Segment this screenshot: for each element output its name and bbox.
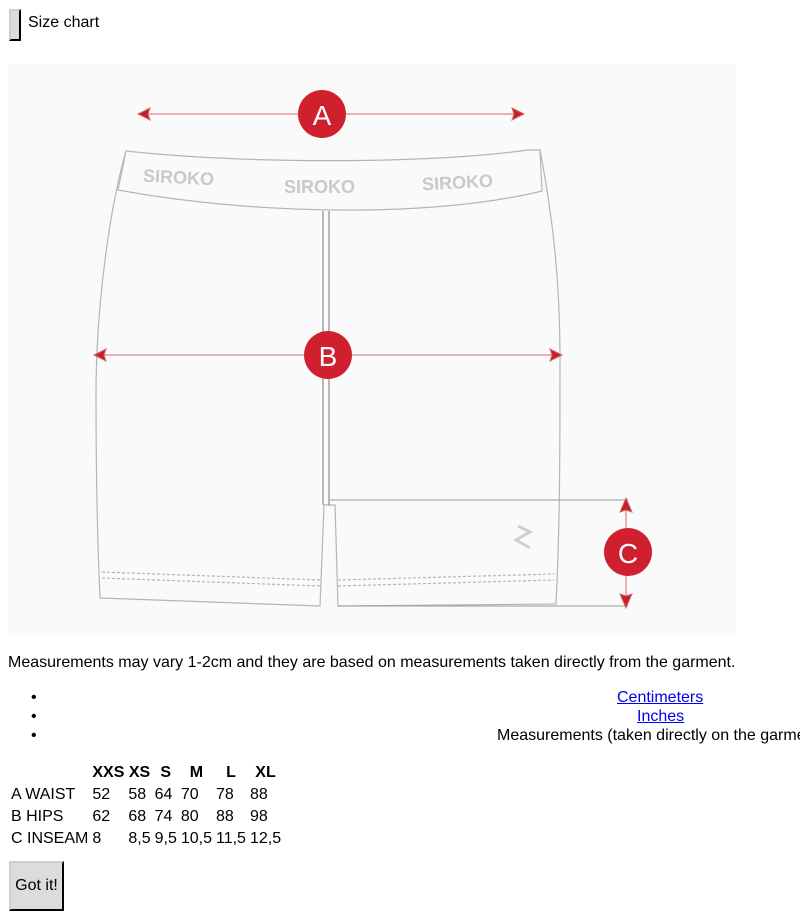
- svg-text:B: B: [319, 341, 338, 372]
- size-header-l: L: [226, 764, 236, 781]
- table-cell: 12,5: [249, 830, 282, 847]
- table-row: B HIPS 62 68 74 80 88 98: [10, 807, 282, 827]
- row-label-inseam: C INSEAM: [11, 830, 89, 847]
- table-cell: 58: [128, 786, 147, 803]
- table-cell: 88: [249, 786, 268, 803]
- size-header-m: M: [189, 764, 204, 781]
- siroko-logo-icon: [512, 524, 534, 550]
- table-cell: 70: [180, 786, 199, 803]
- table-cell: 80: [180, 808, 199, 825]
- bullet-icon: •: [31, 708, 37, 725]
- table-cell: 11,5: [216, 830, 246, 847]
- unit-options-list: • Centimeters • Inches • Measurements (t…: [0, 688, 800, 745]
- shorts-outline: [95, 149, 628, 607]
- table-cell: 78: [216, 786, 234, 803]
- size-chart-title: Size chart: [28, 14, 100, 31]
- table-cell: 62: [92, 808, 111, 825]
- size-header-empty: [10, 763, 89, 783]
- table-cell: 68: [128, 808, 147, 825]
- waistband-brand-text: SIROKO SIROKO SIROKO: [143, 166, 494, 197]
- table-cell: 64: [154, 786, 173, 803]
- bullet-icon: •: [31, 727, 37, 744]
- marker-b-icon: B: [304, 331, 352, 379]
- size-table: XXS XS S M L XL A WAIST 52 58 64 70 78 8…: [8, 761, 284, 851]
- unit-option-measurements: • Measurements (taken directly on the ga…: [0, 726, 800, 745]
- svg-text:A: A: [313, 100, 332, 131]
- brand-text-left: SIROKO: [143, 166, 215, 190]
- measurement-note: Measurements may vary 1-2cm and they are…: [8, 654, 736, 671]
- size-header-xl: XL: [255, 764, 276, 781]
- table-row: C INSEAM 8 8,5 9,5 10,5 11,5 12,5: [10, 829, 282, 849]
- row-label-hips: B HIPS: [11, 808, 64, 825]
- bullet-icon: •: [31, 689, 37, 706]
- marker-a-icon: A: [298, 90, 346, 138]
- size-header-s: S: [160, 764, 172, 781]
- table-cell: 52: [92, 786, 111, 803]
- size-table-header-row: XXS XS S M L XL: [10, 763, 282, 783]
- table-cell: 10,5: [180, 830, 212, 847]
- table-cell: 88: [216, 808, 234, 825]
- unit-option-inches: • Inches: [0, 707, 800, 726]
- svg-text:C: C: [618, 538, 638, 569]
- table-cell: 74: [154, 808, 173, 825]
- marker-c-icon: C: [604, 528, 652, 576]
- size-chart-toggle-button[interactable]: [9, 9, 21, 41]
- brand-text-right: SIROKO: [422, 171, 494, 195]
- table-cell: 8: [92, 830, 102, 847]
- table-cell: 8,5: [128, 830, 151, 847]
- row-label-waist: A WAIST: [11, 786, 76, 803]
- size-header-xs: XS: [128, 764, 151, 781]
- measurements-label: Measurements (taken directly on the garm…: [497, 727, 800, 744]
- table-cell: 9,5: [154, 830, 177, 847]
- got-it-button[interactable]: Got it!: [9, 861, 64, 911]
- shorts-measurement-diagram: SIROKO SIROKO SIROKO A B C: [8, 64, 736, 636]
- table-cell: 98: [249, 808, 268, 825]
- table-row: A WAIST 52 58 64 70 78 88: [10, 785, 282, 805]
- unit-option-centimeters: • Centimeters: [0, 688, 800, 707]
- size-header-xxs: XXS: [92, 764, 125, 781]
- centimeters-link[interactable]: Centimeters: [617, 689, 704, 706]
- brand-text-center: SIROKO: [284, 177, 355, 197]
- inches-link[interactable]: Inches: [637, 708, 685, 725]
